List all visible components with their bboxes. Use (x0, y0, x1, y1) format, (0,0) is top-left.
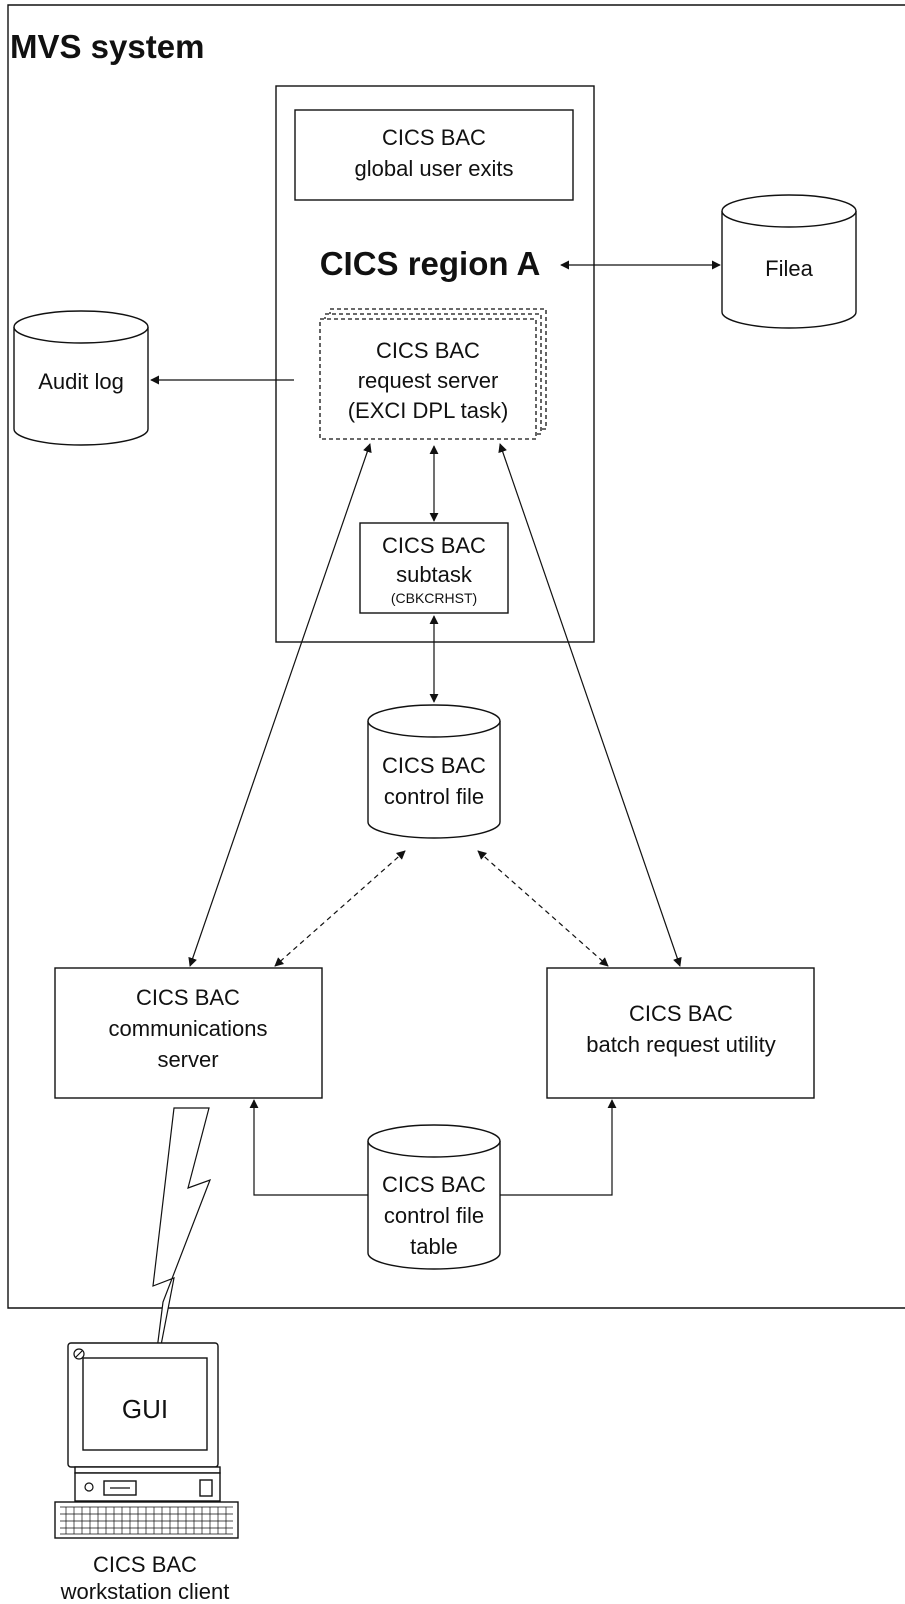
audit-log-datastore: Audit log (13, 310, 149, 446)
mvs-system-title: MVS system (10, 28, 204, 65)
filea-datastore: Filea (721, 194, 857, 329)
global-user-exits-line1: CICS BAC (382, 125, 486, 150)
global-user-exits-box: CICS BAC global user exits (294, 109, 574, 201)
network-lightning-link (150, 1107, 212, 1398)
control-file-table-line1: CICS BAC (382, 1172, 486, 1197)
subtask-box: CICS BAC subtask (CBKCRHST) (359, 522, 509, 614)
batch-request-utility-line2: batch request utility (586, 1032, 776, 1057)
subtask-line1: CICS BAC (382, 533, 486, 558)
request-server-line1: CICS BAC (376, 338, 480, 363)
control-file-line2: control file (384, 784, 484, 809)
request-server-box: CICS BAC request server (EXCI DPL task) (319, 308, 547, 440)
request-server-batch-utility-arrow (498, 443, 682, 967)
request-server-line2: request server (358, 368, 499, 393)
control-file-table-line3: table (410, 1234, 458, 1259)
table-comm-server-arrow (249, 1099, 368, 1196)
batch-request-utility-box: CICS BAC batch request utility (546, 967, 815, 1099)
workstation-computer-icon: GUI (54, 1342, 239, 1539)
communications-server-line2: communications (109, 1016, 268, 1041)
subtask-line3: (CBKCRHST) (391, 590, 477, 606)
request-server-comm-server-arrow (188, 443, 372, 967)
communications-server-line3: server (157, 1047, 218, 1072)
subtask-line2: subtask (396, 562, 473, 587)
filea-label: Filea (765, 256, 813, 281)
batch-request-utility-line1: CICS BAC (629, 1001, 733, 1026)
request-server-line3: (EXCI DPL task) (348, 398, 509, 423)
table-batch-utility-arrow (500, 1099, 617, 1196)
global-user-exits-line2: global user exits (355, 156, 514, 181)
control-file-batch-utility-dashed-arrow (477, 850, 609, 967)
control-file-comm-server-dashed-arrow (274, 850, 406, 967)
control-file-table-datastore: CICS BAC control file table (367, 1124, 501, 1270)
control-file-datastore: CICS BAC control file (367, 704, 501, 839)
connectors (150, 260, 721, 1398)
communications-server-box: CICS BAC communications server (54, 967, 323, 1099)
control-file-line1: CICS BAC (382, 753, 486, 778)
mvs-system-boundary: MVS system (7, 4, 905, 1309)
gui-label: GUI (122, 1394, 168, 1424)
communications-server-line1: CICS BAC (136, 985, 240, 1010)
audit-log-label: Audit log (38, 369, 124, 394)
control-file-table-line2: control file (384, 1203, 484, 1228)
cics-region-title: CICS region A (320, 245, 541, 282)
